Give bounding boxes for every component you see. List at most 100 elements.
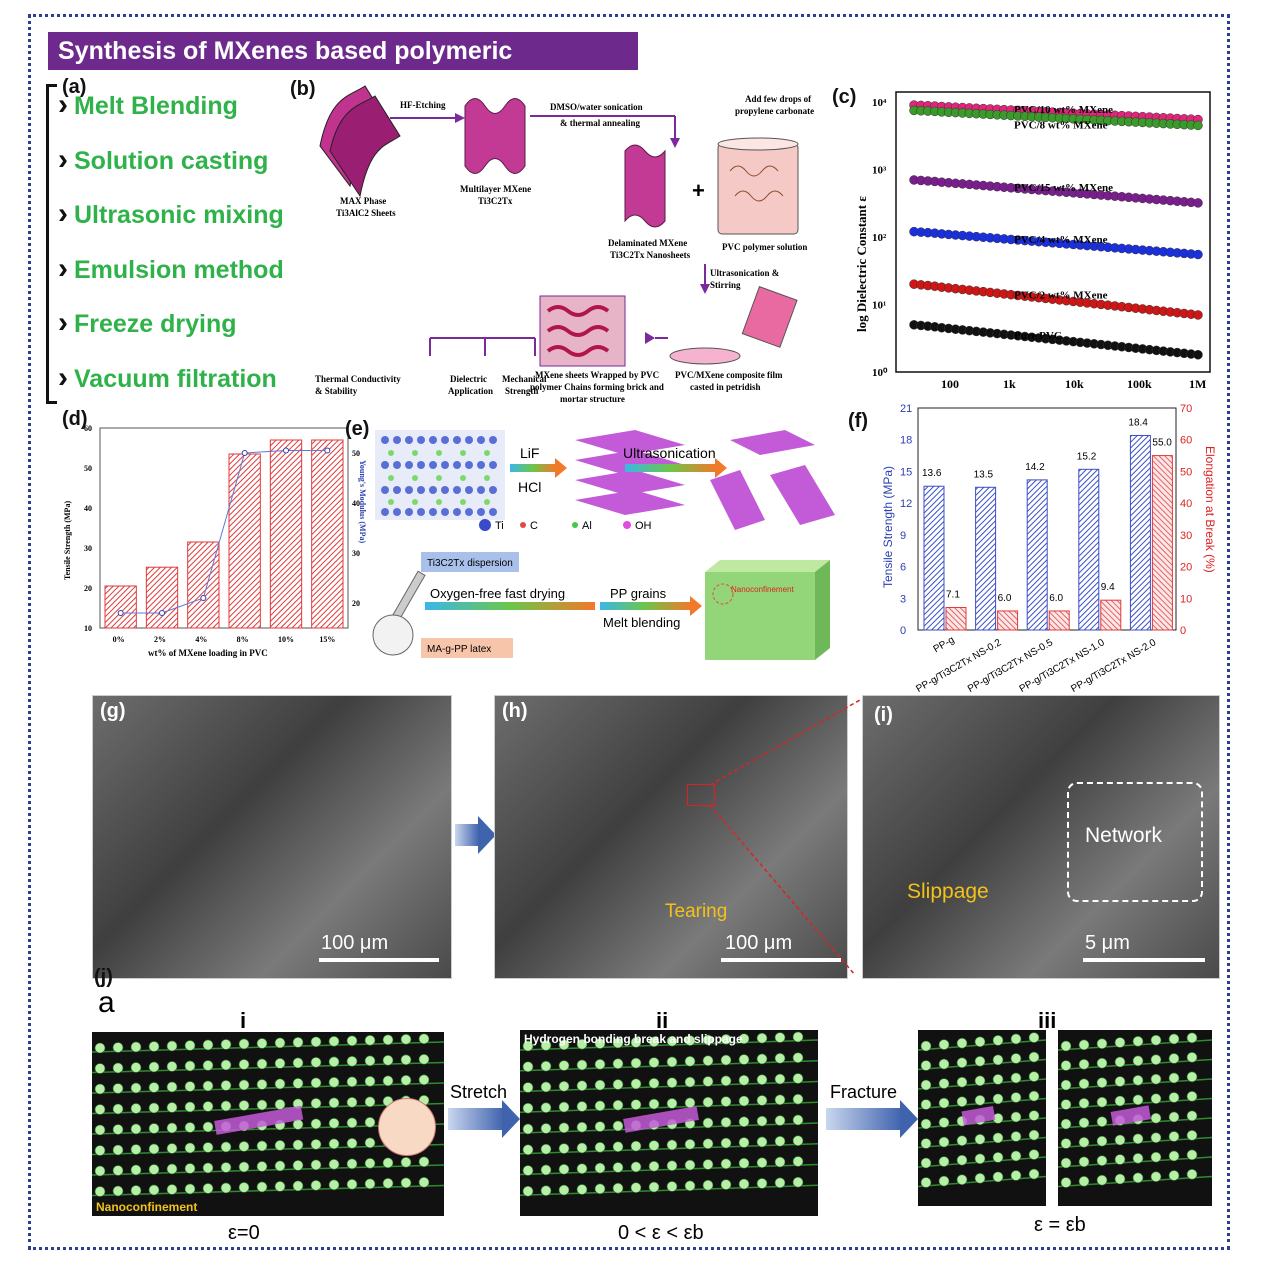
panel-label-c: (c) bbox=[832, 86, 857, 108]
y-tick-label: 10⁴ bbox=[872, 97, 887, 109]
molecule-zoom bbox=[378, 1098, 436, 1156]
svg-text:MXene sheets Wrapped by PVC: MXene sheets Wrapped by PVC bbox=[535, 370, 659, 380]
method-item: ›Ultrasonic mixing bbox=[58, 197, 284, 231]
chevron-right-icon: › bbox=[58, 197, 68, 230]
series-line bbox=[909, 226, 1203, 260]
y-tick-label: 21 bbox=[900, 403, 912, 415]
modulus-point bbox=[117, 610, 124, 616]
svg-text:Ti3C2Tx: Ti3C2Tx bbox=[478, 196, 513, 206]
scale-h-label: 100 μm bbox=[725, 932, 793, 954]
bar bbox=[145, 566, 179, 629]
panel-e-schematic: LiF HCl Ultrasonication Ti C Al OH Ti3C2… bbox=[372, 430, 835, 660]
svg-text:Strength: Strength bbox=[505, 386, 538, 396]
y2-axis-label: Young's Modulus (MPa) bbox=[358, 460, 367, 543]
series-label: PVC/4 wt% MXene bbox=[1014, 234, 1108, 246]
pp-grains-label: PP grains bbox=[610, 586, 667, 601]
nano-label: Nanoconfinement bbox=[731, 585, 794, 594]
hb-label: Hydrogen bonding break and slippage bbox=[524, 1032, 743, 1046]
y2-axis-label: Elongation at Break (%) bbox=[1203, 446, 1217, 573]
svg-text:DMSO/water sonication: DMSO/water sonication bbox=[550, 102, 643, 112]
y-tick-label: 10² bbox=[872, 232, 887, 244]
zoom-lines bbox=[710, 699, 861, 976]
panel-label-g: (g) bbox=[100, 700, 126, 722]
svg-text:Ti: Ti bbox=[495, 520, 504, 532]
nanoconfinement-label: Nanoconfinement bbox=[96, 1200, 198, 1214]
sem-image-i: Network Slippage 5 μm bbox=[862, 695, 1220, 979]
method-label: Melt Blending bbox=[74, 92, 238, 120]
x-tick-label: 10% bbox=[278, 635, 294, 644]
method-item: ›Freeze drying bbox=[58, 306, 237, 340]
chevron-right-icon: › bbox=[58, 360, 68, 394]
x-tick-label: 10k bbox=[1065, 377, 1084, 391]
scale-i-label: 5 μm bbox=[1085, 932, 1130, 954]
sem-image-g: 100 μm bbox=[92, 695, 452, 979]
panel-label-e: (e) bbox=[345, 418, 370, 440]
network-box bbox=[1067, 782, 1203, 902]
max-atoms bbox=[375, 430, 505, 520]
scale-bar-i bbox=[1083, 958, 1205, 962]
y-tick-label: 10³ bbox=[872, 165, 887, 177]
y-tick-label: 18 bbox=[900, 435, 912, 447]
x-axis-label: wt% of MXene loading in PVC bbox=[148, 648, 268, 658]
bar bbox=[311, 439, 344, 629]
y-tick-label: 0 bbox=[900, 625, 906, 637]
panel-label-d: (d) bbox=[62, 408, 88, 430]
y-tick-label: 3 bbox=[900, 593, 906, 605]
sem-image-h: Tearing 100 μm bbox=[494, 695, 848, 979]
x-tick-label: 100k bbox=[1127, 377, 1152, 391]
bar bbox=[104, 585, 137, 629]
y-tick-label: 40 bbox=[84, 504, 92, 513]
elongation-value-label: 55.0 bbox=[1152, 438, 1172, 449]
elongation-bar bbox=[1100, 599, 1122, 631]
svg-text:polymer Chains forming brick a: polymer Chains forming brick and bbox=[530, 382, 664, 392]
y-tick-label: 10¹ bbox=[872, 300, 886, 312]
tensile-bar bbox=[1078, 468, 1100, 631]
method-item: ›Vacuum filtration bbox=[58, 361, 277, 395]
max-phase-sheets bbox=[319, 85, 401, 198]
tearing-label: Tearing bbox=[665, 901, 728, 922]
elongation-bar bbox=[945, 606, 967, 631]
y2-tick-label: 60 bbox=[1180, 435, 1192, 447]
panel-label-i: (i) bbox=[874, 704, 893, 726]
svg-text:Ti3AlC2 Sheets: Ti3AlC2 Sheets bbox=[336, 208, 396, 218]
panel-label-f: (f) bbox=[848, 410, 868, 432]
x-tick-label: PP-g/Ti3C2Tx NS-0.2 bbox=[914, 637, 1003, 695]
chevron-right-icon: › bbox=[58, 88, 68, 121]
x-tick-label: 1k bbox=[1003, 377, 1016, 391]
svg-text:& thermal annealing: & thermal annealing bbox=[560, 118, 640, 128]
modulus-point bbox=[159, 610, 165, 616]
elongation-bar bbox=[1151, 455, 1173, 631]
stage-ii: ii bbox=[656, 1008, 669, 1033]
hf-etching-label: HF-Etching bbox=[400, 100, 446, 110]
y-tick-label: 9 bbox=[900, 530, 906, 542]
panel-label-b: (b) bbox=[290, 78, 316, 100]
series-line bbox=[909, 175, 1203, 208]
stage-iii: iii bbox=[1038, 1008, 1057, 1033]
modulus-point bbox=[324, 447, 331, 454]
series-label: PVC/2 wt% MXene bbox=[1014, 289, 1108, 301]
method-label: Ultrasonic mixing bbox=[74, 201, 284, 229]
scale-bar-g bbox=[319, 958, 439, 962]
svg-text:Delaminated MXene: Delaminated MXene bbox=[608, 238, 687, 248]
bracket bbox=[46, 84, 57, 404]
x-tick-label: 4% bbox=[195, 635, 207, 644]
y2-tick-label: 20 bbox=[1180, 562, 1192, 574]
tensile-bar bbox=[975, 486, 997, 631]
network-label: Network bbox=[1085, 824, 1163, 847]
y2-tick-label: 0 bbox=[1180, 625, 1186, 637]
series-line bbox=[909, 320, 1203, 360]
y-tick-label: 12 bbox=[900, 498, 912, 510]
svg-text:& Stability: & Stability bbox=[315, 386, 358, 396]
svg-text:+: + bbox=[692, 178, 705, 203]
panel-label-j: (j) bbox=[94, 966, 113, 988]
fracture-label: Fracture bbox=[830, 1082, 898, 1102]
svg-text:Mechanical: Mechanical bbox=[502, 374, 547, 384]
panel-label-h: (h) bbox=[502, 700, 528, 722]
svg-text:Ti3C2Tx Nanosheets: Ti3C2Tx Nanosheets bbox=[610, 250, 691, 260]
x-tick-label: 100 bbox=[941, 377, 959, 391]
y-tick-label: 10⁰ bbox=[872, 367, 888, 379]
y2-tick-label: 50 bbox=[352, 449, 360, 458]
tensile-value-label: 18.4 bbox=[1128, 417, 1148, 428]
modulus-point bbox=[283, 447, 289, 454]
y-tick-label: 20 bbox=[84, 584, 92, 593]
